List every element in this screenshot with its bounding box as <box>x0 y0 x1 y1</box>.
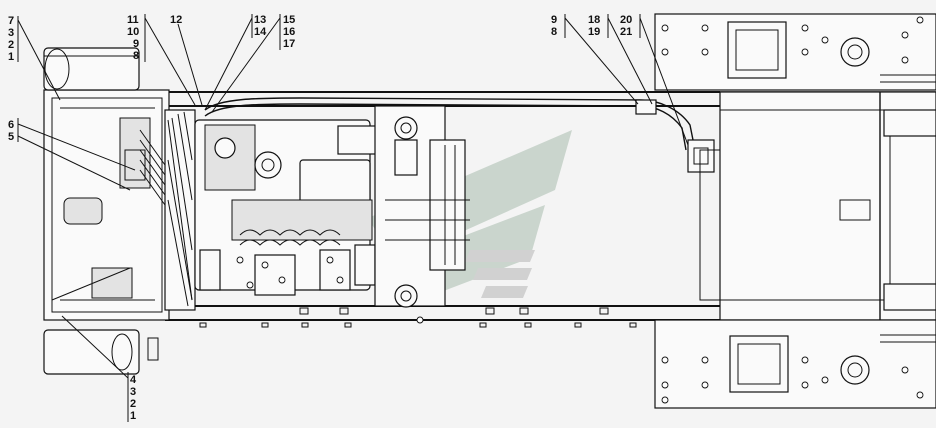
callout-label: 8 <box>133 50 139 62</box>
callout-label: 17 <box>283 38 295 50</box>
callout-label: 6 <box>8 119 14 131</box>
callouts-rear-c: 20 21 <box>620 14 632 38</box>
engine-block <box>194 119 377 296</box>
cooling-fan-icon <box>164 109 196 311</box>
callout-label: 2 <box>8 39 14 51</box>
callouts-top-left: 7 3 2 1 <box>8 15 14 63</box>
callout-label: 4 <box>130 374 137 386</box>
callout-label: 14 <box>254 26 267 38</box>
leader-lines <box>17 14 689 422</box>
front-left-wheel-icon <box>43 47 140 91</box>
middle-crossmember <box>374 105 470 324</box>
callout-label: 5 <box>8 131 14 143</box>
callout-label: 10 <box>127 26 139 38</box>
callout-label: 1 <box>8 51 14 63</box>
callouts-left-mid: 6 5 <box>8 119 14 143</box>
callouts-fan-single: 12 <box>170 14 182 26</box>
callout-label: 3 <box>8 27 14 39</box>
radiator-housing <box>43 89 191 321</box>
callout-label: 18 <box>588 14 600 26</box>
callout-label: 1 <box>130 410 136 422</box>
callout-label: 21 <box>620 26 632 38</box>
callout-label: 2 <box>130 398 136 410</box>
callout-label: 20 <box>620 14 632 26</box>
rear-frame-section <box>699 91 936 321</box>
callout-label: 7 <box>8 15 14 27</box>
callout-label: 12 <box>170 14 182 26</box>
callout-label: 16 <box>283 26 295 38</box>
callouts-hose-a: 13 14 <box>254 14 267 38</box>
callout-label: 15 <box>283 14 295 26</box>
callout-label: 13 <box>254 14 266 26</box>
callouts-rear-a: 9 8 <box>551 14 557 38</box>
rear-left-wheel-icon <box>654 13 936 91</box>
callout-label: 3 <box>130 386 136 398</box>
callouts-fan-group: 11 10 9 8 <box>127 14 139 62</box>
callout-label: 8 <box>551 26 557 38</box>
callouts-bottom-left: 4 3 2 1 <box>130 374 137 422</box>
callout-label: 9 <box>133 38 139 50</box>
callout-label: 9 <box>551 14 557 26</box>
rear-right-wheel-icon <box>654 319 936 409</box>
callout-label: 11 <box>127 14 139 26</box>
front-right-wheel-icon <box>43 329 159 375</box>
callout-label: 19 <box>588 26 600 38</box>
callouts-rear-b: 18 19 <box>588 14 600 38</box>
callouts-hose-b: 15 16 17 <box>283 14 295 50</box>
fuel-hose-line <box>204 97 715 173</box>
